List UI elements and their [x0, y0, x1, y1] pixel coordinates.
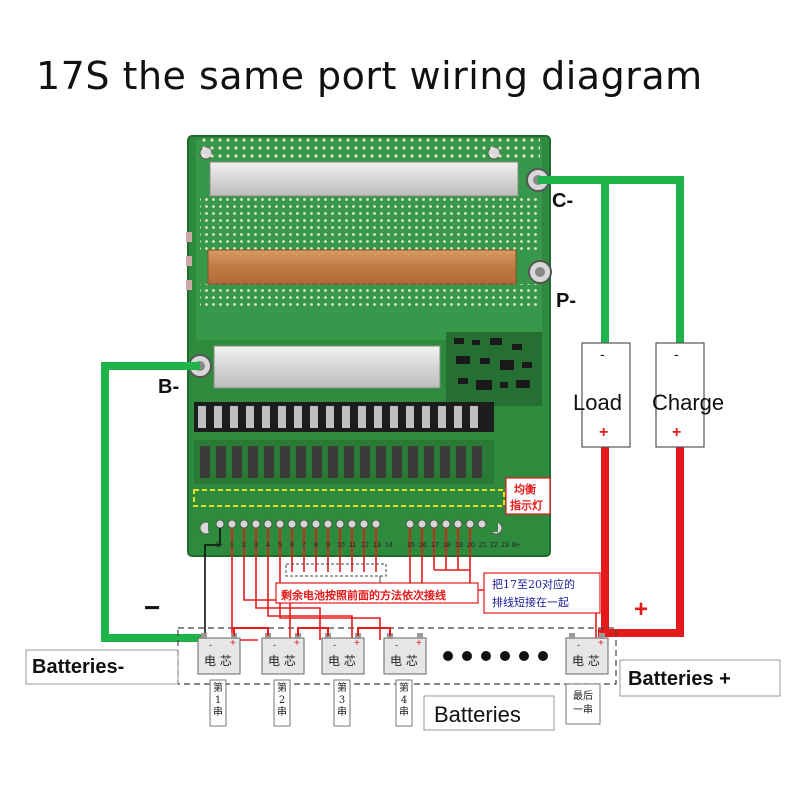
short-17-20-note-1: 把17至20对应的: [492, 578, 575, 591]
pin-label: 17: [431, 542, 439, 549]
charge-plus-wire: [598, 445, 684, 637]
pin-label: 20: [467, 542, 475, 549]
order-char: 第: [213, 683, 223, 694]
cell-1-minus: -: [209, 640, 212, 650]
pin-label: 12: [361, 542, 369, 549]
remaining-wires-group: [285, 563, 387, 577]
load-box: [581, 342, 631, 448]
cell-2-plus: +: [294, 638, 300, 649]
cell-4-plus: +: [416, 638, 422, 649]
annotation-box-remaining: [275, 582, 479, 604]
order-char: 串: [399, 707, 409, 718]
copper-busbar: [207, 249, 517, 285]
pin-label: 21: [479, 542, 487, 549]
charge-minus: -: [674, 346, 679, 362]
connector-pads: [215, 519, 487, 529]
cell-3-order: 第 3 串: [335, 683, 349, 719]
order-char: 串: [213, 707, 223, 718]
cell-last-plus: +: [598, 638, 604, 649]
pin-label: 18: [443, 542, 451, 549]
c-minus-to-charge-wire: [538, 176, 684, 345]
charge-box: [655, 342, 705, 448]
cell-3-plus: +: [354, 638, 360, 649]
order-char: 1: [214, 695, 222, 706]
pin-label: B-: [216, 542, 223, 549]
pin-label: 9: [326, 542, 330, 549]
balance-led-highlight: [193, 489, 505, 507]
pin-label: 10: [337, 542, 345, 549]
cell-1-text: 电 芯: [204, 654, 232, 668]
pin-label: 15: [407, 542, 415, 549]
charge-label: Charge: [652, 390, 725, 415]
cell-3-minus: -: [333, 640, 336, 650]
cell-1-plus: +: [230, 638, 236, 649]
c-minus-label: C-: [552, 190, 574, 212]
cell-last-minus: -: [577, 640, 580, 650]
order-char: 第: [399, 683, 409, 694]
diagram-title: 17S the same port wiring diagram: [36, 54, 703, 98]
load-minus: -: [600, 346, 605, 362]
annotation-box-short: [483, 572, 601, 614]
batteries-label: Batteries: [434, 702, 521, 727]
short-17-20-note-2: 排线短接在一起: [492, 596, 569, 609]
batteries-negative-label: Batteries-: [32, 656, 125, 678]
order-char: 串: [337, 707, 347, 718]
pin-label: 5: [278, 542, 282, 549]
batteries-positive-label: Batteries +: [628, 668, 731, 690]
cell-2-text: 电 芯: [268, 654, 296, 668]
pin-label: 8: [314, 542, 318, 549]
load-label: Load: [573, 390, 622, 415]
cell-3-text: 电 芯: [328, 654, 356, 668]
lower-silver-busbar: [213, 345, 441, 389]
b-minus-label: B-: [158, 376, 180, 398]
order-char: 2: [278, 695, 286, 706]
pin-label: 14: [385, 542, 393, 549]
order-char: 最后: [573, 691, 593, 702]
pin-label: 7: [302, 542, 306, 549]
order-char: 第: [277, 683, 287, 694]
cell-4-minus: -: [395, 640, 398, 650]
pin-label: 19: [455, 542, 463, 549]
more-cells-dots: [443, 651, 548, 661]
balance-led-note-1: 均衡: [514, 483, 536, 496]
pin-label: B+: [512, 542, 521, 549]
cell-order-boxes: [209, 679, 601, 727]
upper-silver-busbar: [209, 161, 519, 197]
b-minus-to-battery-wire: [101, 362, 205, 642]
pin-label: 6: [290, 542, 294, 549]
cell-2-order: 第 2 串: [275, 683, 289, 719]
order-char: 一串: [573, 705, 593, 716]
cell-last-text: 电 芯: [572, 654, 600, 668]
order-char: 第: [337, 683, 347, 694]
pin-label: 3: [254, 542, 258, 549]
positive-sign: +: [634, 596, 649, 623]
cell-1-order: 第 1 串: [211, 683, 225, 719]
order-char: 4: [400, 695, 408, 706]
remaining-wiring-note: 剩余电池按照前面的方法依次接线: [281, 589, 446, 602]
charge-plus: +: [672, 424, 682, 441]
cell-last-order: 最后 一串: [568, 690, 598, 718]
load-plus: +: [599, 424, 609, 441]
series-links: [233, 627, 391, 636]
order-char: 3: [338, 695, 346, 706]
pin-label: 16: [419, 542, 427, 549]
battery-cells: [197, 637, 609, 675]
pin-label: 4: [266, 542, 270, 549]
cell-4-text: 电 芯: [390, 654, 418, 668]
sense-wires: [204, 528, 597, 641]
order-char: 串: [277, 707, 287, 718]
pin-label: 22: [490, 542, 498, 549]
balance-led-note-2: 指示灯: [510, 499, 543, 512]
p-minus-label: P-: [556, 290, 576, 312]
pin-label: 23: [501, 542, 509, 549]
pin-label: 1: [230, 542, 234, 549]
pin-label: 2: [242, 542, 246, 549]
negative-sign: −: [144, 592, 161, 623]
pin-label: 13: [373, 542, 381, 549]
pin-label: 11: [349, 542, 357, 549]
cell-4-order: 第 4 串: [397, 683, 411, 719]
annotation-box-balance: [505, 477, 551, 515]
cell-2-minus: -: [273, 640, 276, 650]
